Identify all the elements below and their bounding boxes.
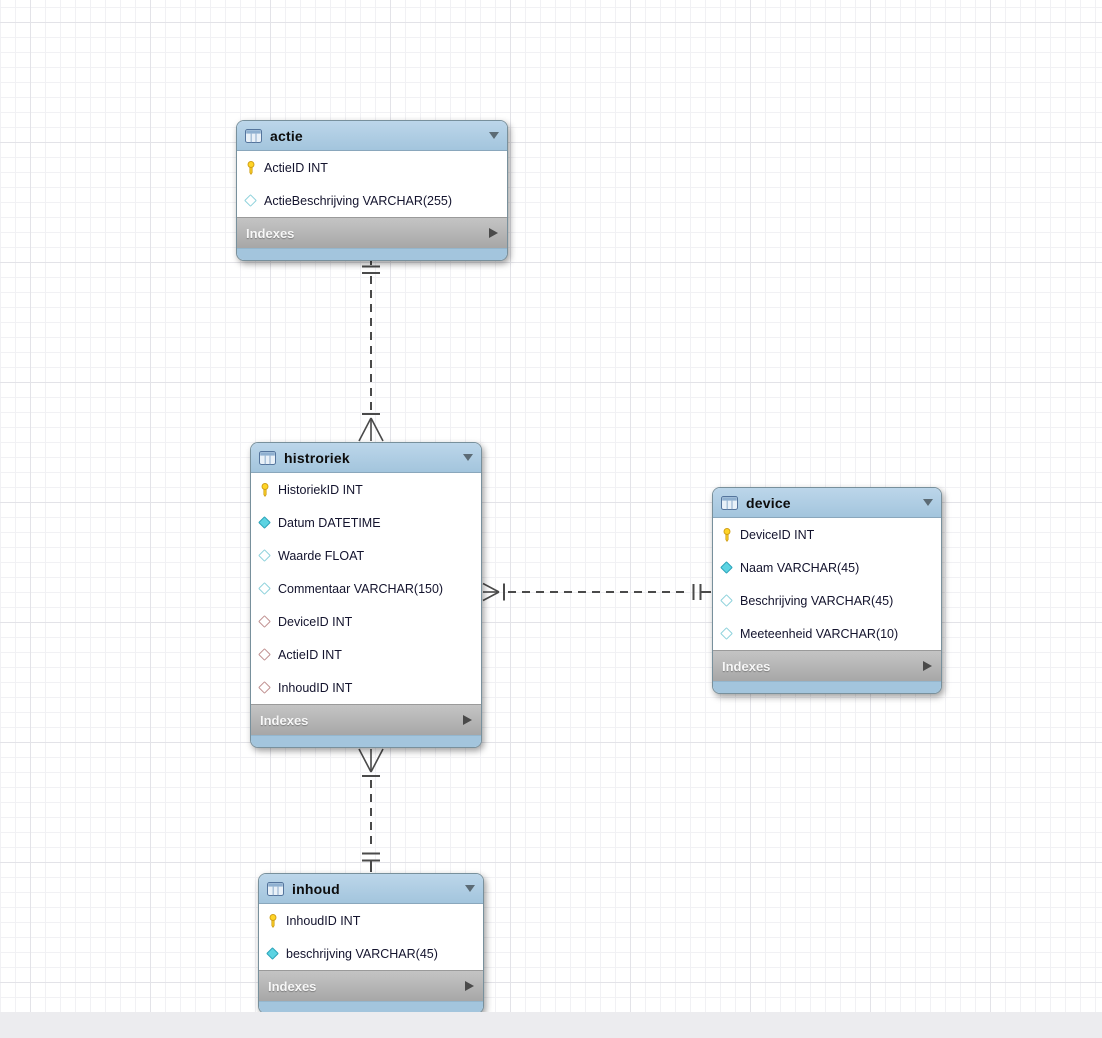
- foreign-key-column-icon: [258, 681, 271, 694]
- column-row[interactable]: InhoudID INT: [259, 904, 483, 937]
- indexes-row[interactable]: Indexes: [237, 217, 507, 248]
- table-inhoud[interactable]: inhoud InhoudID INT beschrijving VARCHAR…: [258, 873, 484, 1012]
- table-header[interactable]: actie: [237, 121, 507, 151]
- relationship-actie-histroriek[interactable]: [358, 261, 384, 442]
- primary-key-icon: [720, 527, 733, 542]
- indexes-label: Indexes: [722, 658, 771, 674]
- table-title: inhoud: [292, 880, 340, 897]
- table-header[interactable]: inhoud: [259, 874, 483, 904]
- column-text: InhoudID INT: [286, 913, 361, 928]
- column-row[interactable]: Beschrijving VARCHAR(45): [713, 584, 941, 617]
- column-text: Meeteenheid VARCHAR(10): [740, 626, 899, 641]
- collapse-arrow-icon[interactable]: [463, 454, 473, 461]
- canvas-bottom-margin: [0, 1012, 1102, 1038]
- column-row[interactable]: ActieID INT: [251, 638, 481, 671]
- crow-foot-many: [358, 417, 384, 442]
- indexes-label: Indexes: [268, 978, 317, 994]
- table-footer: [713, 681, 941, 693]
- collapse-arrow-icon[interactable]: [923, 499, 933, 506]
- column-row[interactable]: DeviceID INT: [713, 518, 941, 551]
- indexes-label: Indexes: [260, 712, 309, 728]
- collapse-arrow-icon[interactable]: [465, 885, 475, 892]
- collapse-arrow-icon[interactable]: [489, 132, 499, 139]
- crow-foot-many: [482, 582, 500, 602]
- column-text: Beschrijving VARCHAR(45): [740, 593, 894, 608]
- table-histroriek[interactable]: histroriek HistoriekID INT Datum DATETIM…: [250, 442, 482, 748]
- column-row[interactable]: Commentaar VARCHAR(150): [251, 572, 481, 605]
- table-columns: DeviceID INT Naam VARCHAR(45) Beschrijvi…: [713, 518, 941, 650]
- table-icon: [721, 495, 738, 510]
- foreign-key-column-icon: [258, 615, 271, 628]
- column-row[interactable]: beschrijving VARCHAR(45): [259, 937, 483, 970]
- table-columns: HistoriekID INT Datum DATETIME Waarde FL…: [251, 473, 481, 704]
- notnull-column-icon: [258, 516, 271, 529]
- column-row[interactable]: Waarde FLOAT: [251, 539, 481, 572]
- table-title: actie: [270, 127, 303, 144]
- table-header[interactable]: histroriek: [251, 443, 481, 473]
- nullable-column-icon: [258, 549, 271, 562]
- eer-diagram-canvas[interactable]: actie ActieID INT ActieBeschrijving VARC…: [0, 0, 1102, 1012]
- table-icon: [259, 450, 276, 465]
- relationship-histroriek-inhoud[interactable]: [358, 748, 384, 872]
- primary-key-icon: [244, 160, 257, 175]
- column-text: ActieBeschrijving VARCHAR(255): [264, 193, 453, 208]
- table-title: histroriek: [284, 449, 350, 466]
- column-text: DeviceID INT: [278, 614, 353, 629]
- table-icon: [267, 881, 284, 896]
- column-text: DeviceID INT: [740, 527, 815, 542]
- primary-key-icon: [266, 913, 279, 928]
- notnull-column-icon: [266, 947, 279, 960]
- expand-arrow-icon[interactable]: [463, 715, 472, 725]
- column-row[interactable]: DeviceID INT: [251, 605, 481, 638]
- expand-arrow-icon[interactable]: [923, 661, 932, 671]
- notnull-column-icon: [720, 561, 733, 574]
- indexes-row[interactable]: Indexes: [713, 650, 941, 681]
- table-title: device: [746, 494, 791, 511]
- table-device[interactable]: device DeviceID INT Naam VARCHAR(45) Bes…: [712, 487, 942, 694]
- nullable-column-icon: [720, 627, 733, 640]
- nullable-column-icon: [258, 582, 271, 595]
- foreign-key-column-icon: [258, 648, 271, 661]
- nullable-column-icon: [244, 194, 257, 207]
- column-text: beschrijving VARCHAR(45): [286, 946, 438, 961]
- indexes-label: Indexes: [246, 225, 295, 241]
- table-columns: ActieID INT ActieBeschrijving VARCHAR(25…: [237, 151, 507, 217]
- table-icon: [245, 128, 262, 143]
- column-text: Datum DATETIME: [278, 515, 381, 530]
- table-header[interactable]: device: [713, 488, 941, 518]
- column-row[interactable]: Datum DATETIME: [251, 506, 481, 539]
- crow-foot-many: [358, 748, 384, 773]
- nullable-column-icon: [720, 594, 733, 607]
- relationship-histroriek-device[interactable]: [482, 582, 711, 602]
- expand-arrow-icon[interactable]: [489, 228, 498, 238]
- expand-arrow-icon[interactable]: [465, 981, 474, 991]
- column-text: Commentaar VARCHAR(150): [278, 581, 444, 596]
- column-row[interactable]: ActieID INT: [237, 151, 507, 184]
- table-columns: InhoudID INT beschrijving VARCHAR(45): [259, 904, 483, 970]
- column-text: HistoriekID INT: [278, 482, 363, 497]
- table-footer: [237, 248, 507, 260]
- column-row[interactable]: Naam VARCHAR(45): [713, 551, 941, 584]
- column-text: InhoudID INT: [278, 680, 353, 695]
- column-row[interactable]: HistoriekID INT: [251, 473, 481, 506]
- column-text: ActieID INT: [278, 647, 342, 662]
- column-row[interactable]: Meeteenheid VARCHAR(10): [713, 617, 941, 650]
- column-row[interactable]: ActieBeschrijving VARCHAR(255): [237, 184, 507, 217]
- indexes-row[interactable]: Indexes: [259, 970, 483, 1001]
- column-text: ActieID INT: [264, 160, 328, 175]
- table-actie[interactable]: actie ActieID INT ActieBeschrijving VARC…: [236, 120, 508, 261]
- table-footer: [251, 735, 481, 747]
- column-text: Naam VARCHAR(45): [740, 560, 860, 575]
- column-row[interactable]: InhoudID INT: [251, 671, 481, 704]
- indexes-row[interactable]: Indexes: [251, 704, 481, 735]
- primary-key-icon: [258, 482, 271, 497]
- table-footer: [259, 1001, 483, 1012]
- column-text: Waarde FLOAT: [278, 548, 365, 563]
- relationships-layer: [358, 261, 711, 872]
